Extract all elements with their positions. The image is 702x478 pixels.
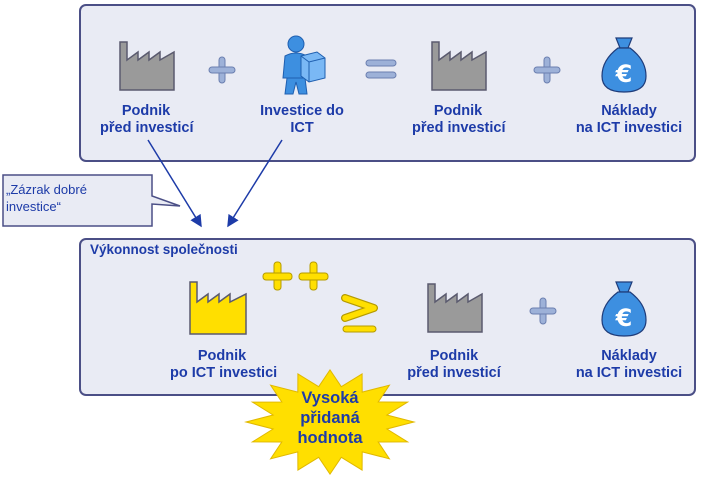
callout-bubble (2, 174, 181, 227)
euro-money-bag-icon: € (601, 37, 647, 93)
starburst-text: Vysoká přidaná hodnota (280, 388, 380, 448)
bottom-item-1-line-2: po ICT investici (170, 365, 278, 381)
svg-text:€: € (615, 60, 633, 88)
top-item-1-line-2: před investicí (100, 120, 194, 136)
starburst-polygon (244, 369, 416, 475)
bottom-item-2-line-1: Podnik (429, 348, 479, 364)
top-item-2-line-1: Investice do (260, 103, 344, 119)
callout-line-2: investice“ (6, 199, 61, 214)
bottom-item-2-label: Podnik před investicí (406, 348, 502, 382)
top-item-2-label: Investice do ICT (250, 103, 354, 137)
bottom-item-3-label: Náklady na ICT investici (572, 348, 686, 382)
plus-icon (533, 56, 561, 84)
euro-money-bag-icon: € (601, 281, 647, 337)
factory-icon (431, 41, 487, 91)
top-item-1-line-1: Podnik (121, 103, 171, 119)
double-plus-icon (262, 261, 329, 291)
top-item-1-label: Podnik před investicí (100, 103, 194, 137)
bottom-item-1-label: Podnik po ICT investici (170, 348, 278, 382)
factory-icon (427, 283, 483, 333)
top-item-3-line-1: Podnik (433, 103, 483, 119)
arrow-from-podnik (147, 139, 202, 228)
callout-text: „Zázrak dobré investice“ (6, 181, 87, 215)
svg-text:€: € (615, 304, 633, 332)
factory-highlighted-icon (189, 281, 247, 335)
top-item-3-label: Podnik před investicí (412, 103, 506, 137)
starburst-line-2: přidaná (300, 409, 360, 427)
top-item-4-label: Náklady na ICT investici (572, 103, 686, 137)
greater-or-equal-icon (341, 294, 378, 333)
plus-icon (529, 297, 557, 325)
bottom-performance-panel (79, 238, 696, 396)
bottom-item-2-line-2: před investicí (407, 365, 501, 381)
bottom-item-3-line-1: Náklady (601, 348, 657, 364)
panel-title: Výkonnost společnosti (90, 242, 238, 257)
arrow-from-investice (227, 139, 283, 228)
starburst-line-3: hodnota (297, 429, 363, 447)
worker-with-box-icon (282, 35, 326, 95)
starburst-shape (244, 369, 416, 475)
callout-line-1: „Zázrak dobré (6, 182, 87, 197)
top-item-4-line-1: Náklady (601, 103, 657, 119)
top-item-4-line-2: na ICT investici (575, 120, 683, 136)
bottom-item-3-line-2: na ICT investici (575, 365, 683, 381)
bottom-item-1-line-1: Podnik (197, 348, 247, 364)
top-equation-panel (79, 4, 696, 162)
starburst-line-1: Vysoká (301, 389, 359, 407)
top-item-3-line-2: před investicí (412, 120, 506, 136)
plus-icon (208, 56, 236, 84)
top-item-2-line-2: ICT (290, 120, 314, 136)
factory-icon (119, 41, 175, 91)
equals-icon (365, 59, 397, 79)
